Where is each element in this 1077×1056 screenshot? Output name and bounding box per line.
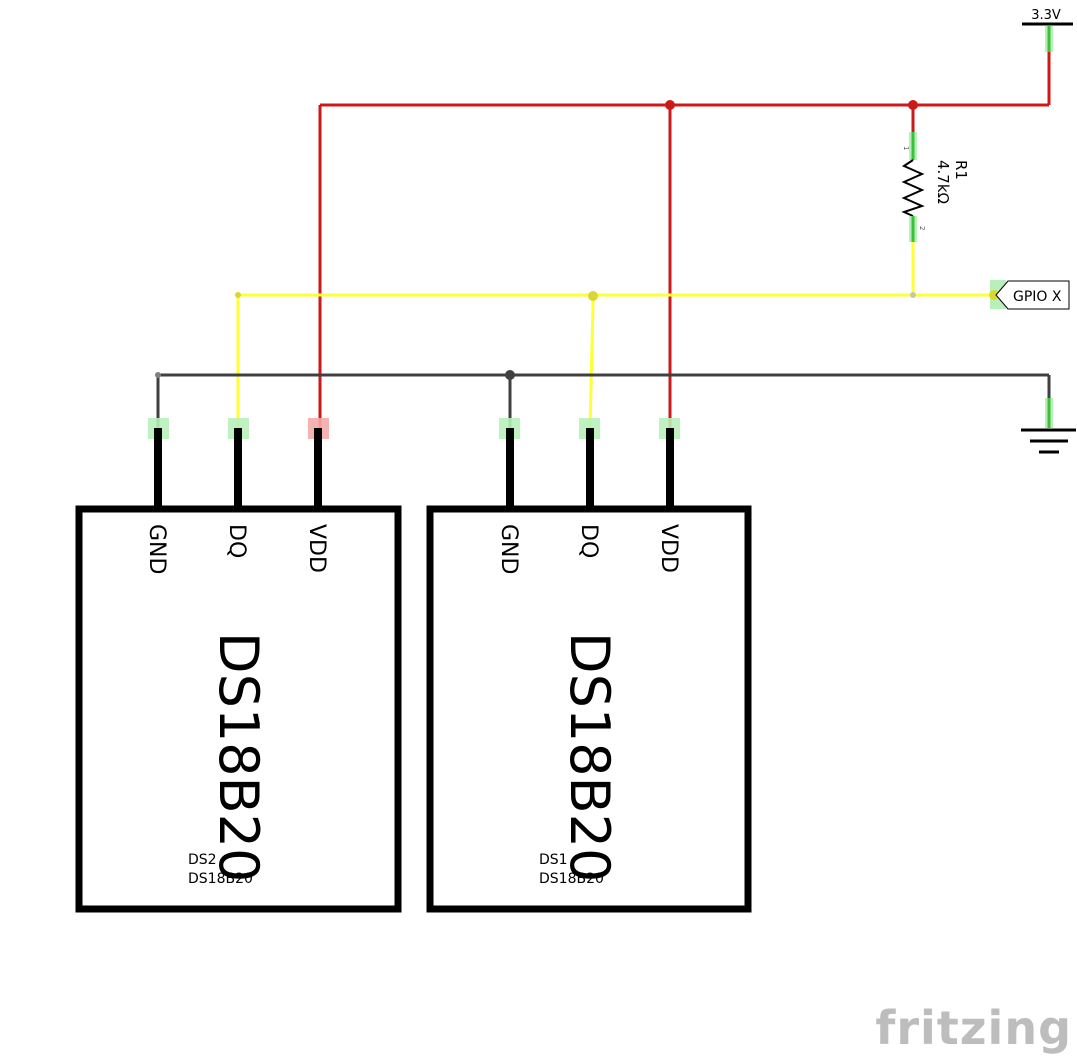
r1-pin1-number: 1 xyxy=(902,146,910,150)
power-label: 3.3V xyxy=(1031,8,1061,23)
gnd-net xyxy=(156,373,1051,428)
gpio-label-tag xyxy=(995,280,1070,310)
ds1-pin-label-gnd: GND xyxy=(496,524,521,574)
r1-body xyxy=(901,159,925,217)
vdd-junction-ds1 xyxy=(665,100,675,110)
r1-pin2-number: 2 xyxy=(918,226,926,230)
sensor-ds2[interactable]: GND DQ VDD DS18B20 DS2 DS18B20 xyxy=(75,418,402,913)
ds1-part-number: DS18B20 xyxy=(539,871,604,887)
data-bend-ds2 xyxy=(235,292,241,298)
ground-symbol[interactable] xyxy=(1021,398,1076,454)
data-junction-ds1 xyxy=(588,291,598,301)
ds2-pin-label-dq: DQ xyxy=(224,524,249,558)
ds2-chip-name: DS18B20 xyxy=(207,632,270,882)
gpio-junction xyxy=(989,290,999,300)
power-symbol-3v3[interactable]: 3.3V xyxy=(1022,8,1073,52)
vdd-net xyxy=(318,50,1051,428)
ds2-pin-label-gnd: GND xyxy=(144,524,169,574)
gpio-net-label[interactable]: GPIO X xyxy=(989,280,1070,310)
ds1-pin-label-dq: DQ xyxy=(576,524,601,558)
r1-reference: R1 xyxy=(952,160,970,180)
ds2-part-number: DS18B20 xyxy=(188,871,253,887)
gnd-junction-ds1 xyxy=(505,370,515,380)
ds1-chip-name: DS18B20 xyxy=(558,632,621,882)
fritzing-logo: fritzing xyxy=(875,1001,1072,1055)
ds1-reference: DS1 xyxy=(539,852,568,868)
ds1-body xyxy=(426,505,752,913)
ds2-pin-label-vdd: VDD xyxy=(304,524,329,573)
gnd-bend-ds2 xyxy=(155,372,161,378)
sensor-ds1[interactable]: GND DQ VDD DS18B20 DS1 DS18B20 xyxy=(426,418,752,913)
ds2-body xyxy=(75,505,402,913)
r1-value: 4.7kΩ xyxy=(934,160,952,204)
gpio-label: GPIO X xyxy=(1013,289,1062,305)
resistor-r1[interactable]: 1 2 R1 4.7kΩ xyxy=(901,132,970,242)
vdd-junction-r1 xyxy=(908,100,918,110)
data-wire-ds1-b[interactable] xyxy=(588,304,595,429)
ds2-reference: DS2 xyxy=(188,852,217,868)
ds1-pin-label-vdd: VDD xyxy=(656,524,681,573)
data-net xyxy=(236,240,993,429)
data-junction-r1 xyxy=(910,292,916,298)
